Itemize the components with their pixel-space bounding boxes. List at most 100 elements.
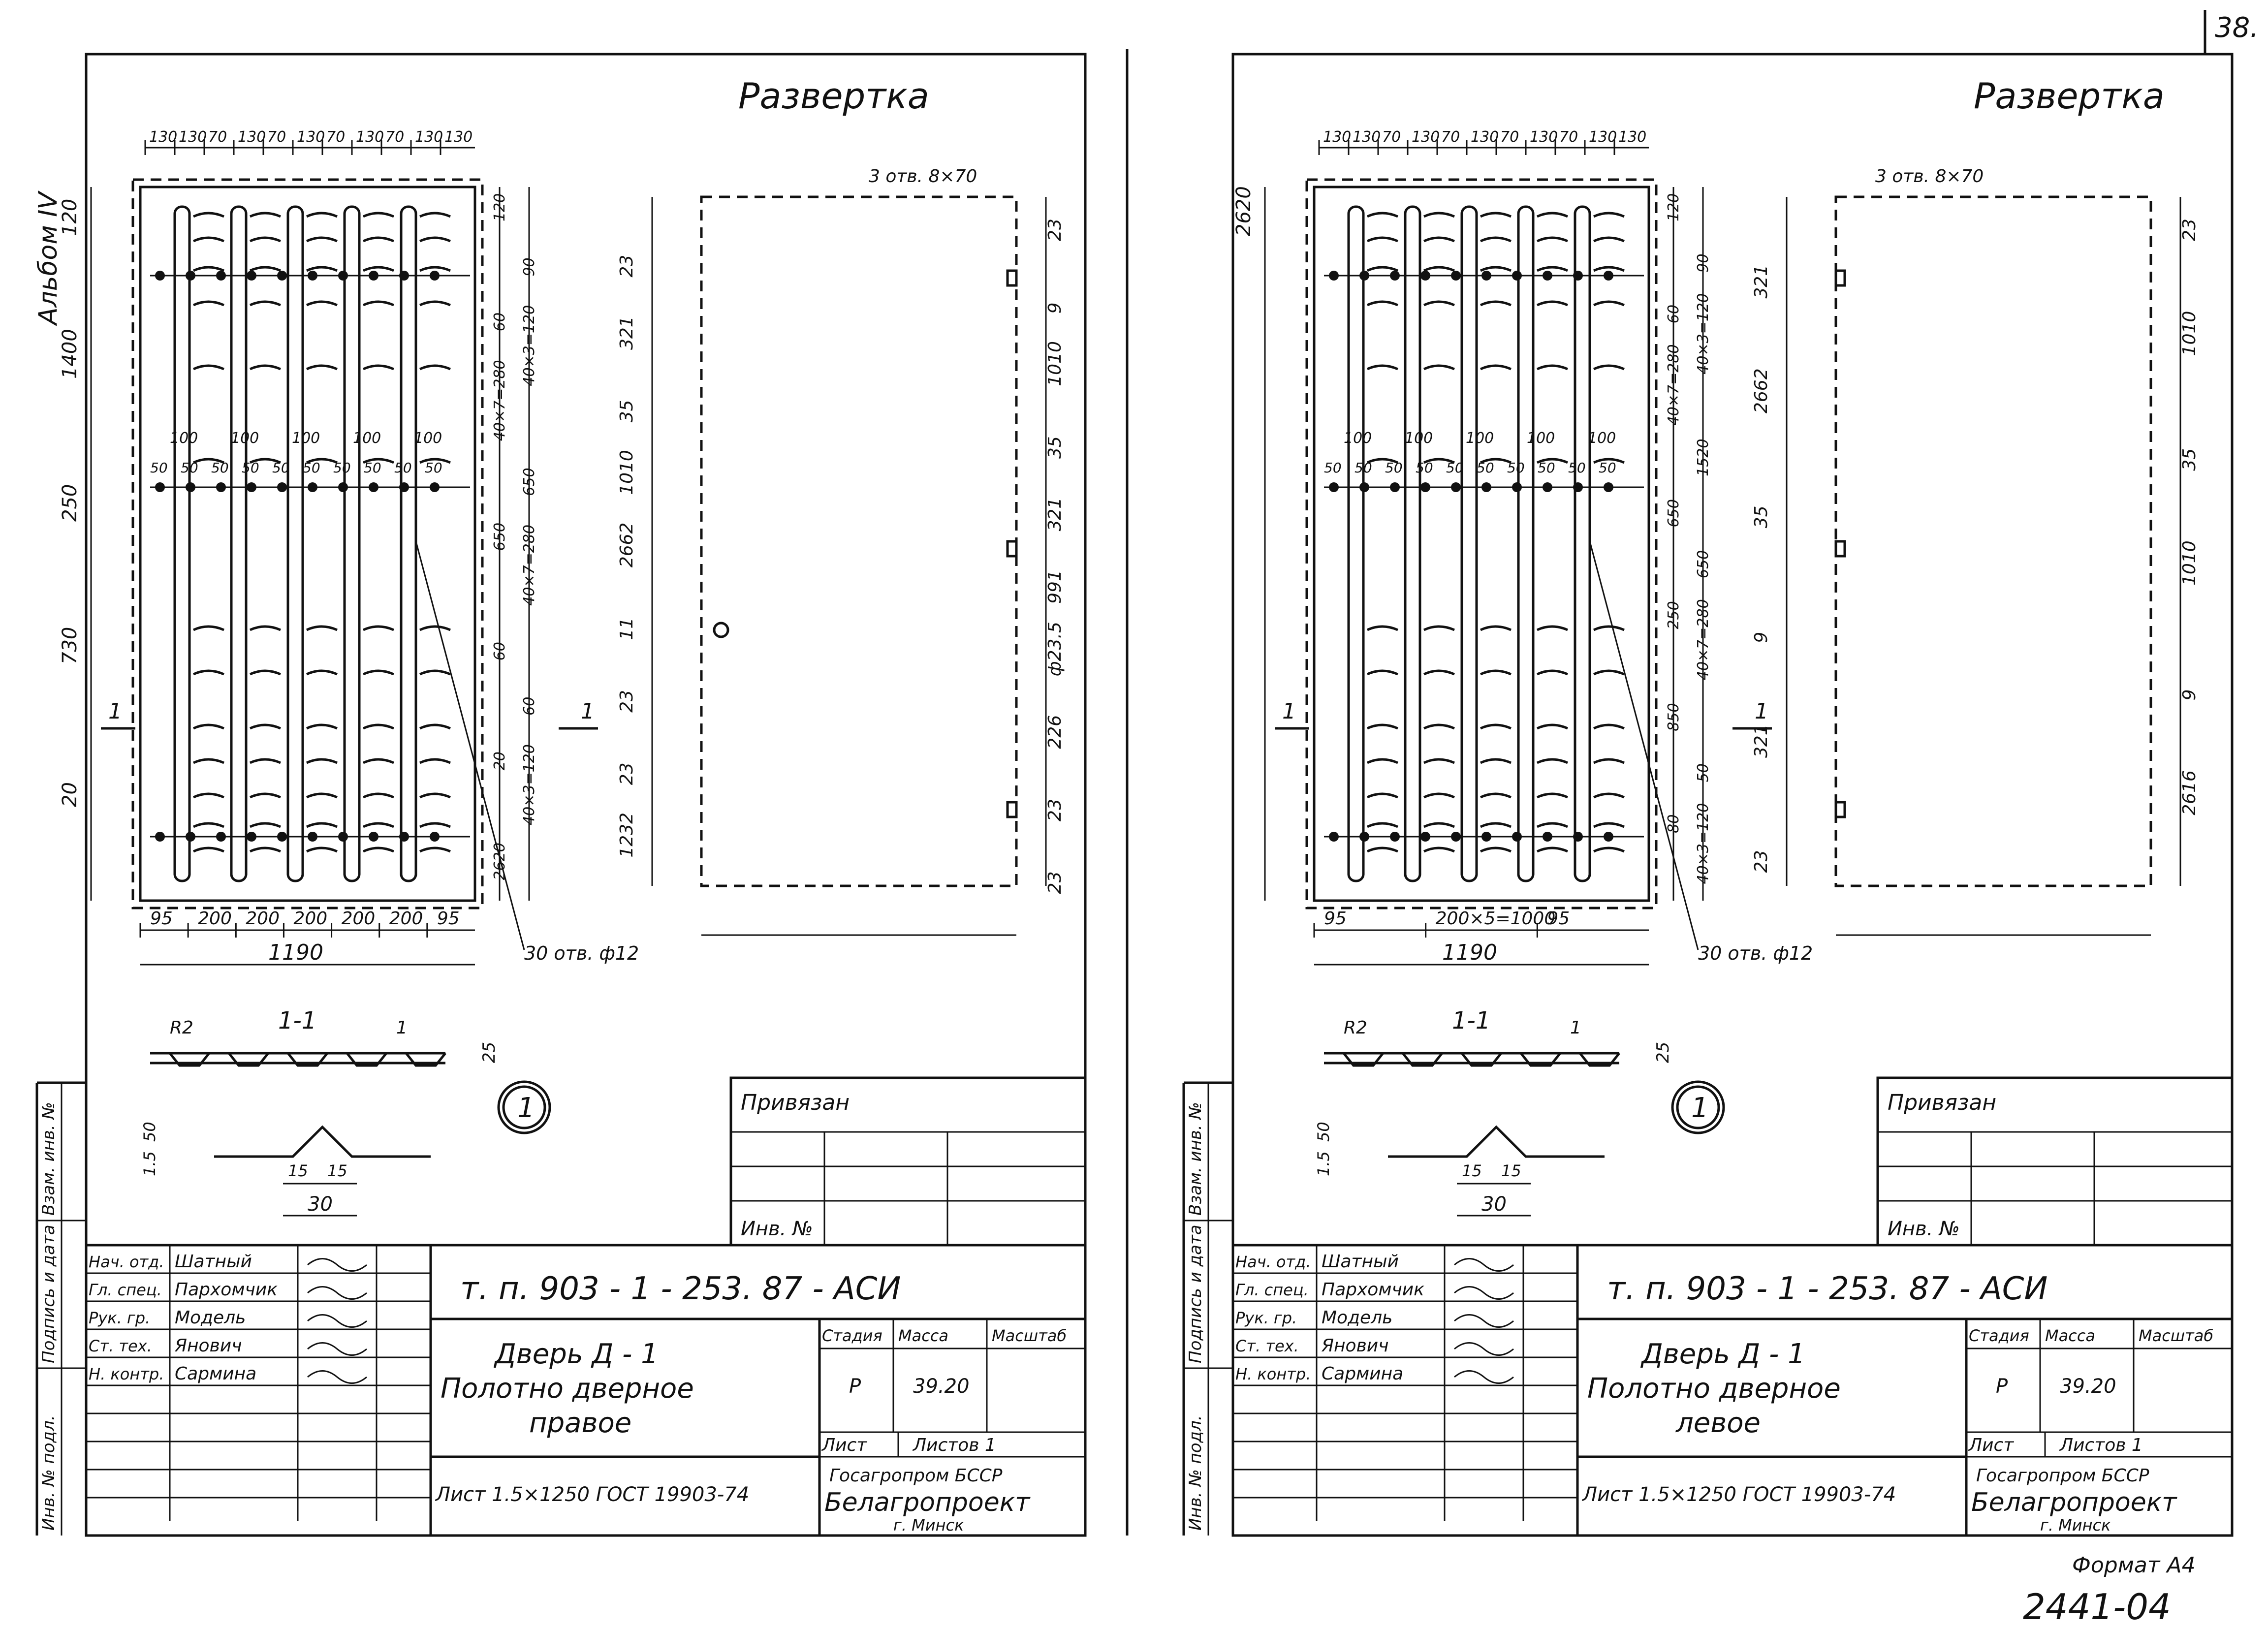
dim-top-value: 130 xyxy=(1530,128,1558,146)
dev-dim-value: 23 xyxy=(1045,799,1065,821)
louver-slot xyxy=(1423,212,1455,218)
side-label-replace-inv: Взам. инв. № xyxy=(39,1102,59,1216)
dim-right-value: 60 xyxy=(521,697,538,716)
hole-d12 xyxy=(308,832,317,842)
dev-dim-value: 2616 xyxy=(2179,770,2200,815)
hole-d12 xyxy=(1573,832,1583,842)
dim-left-value: 2620 xyxy=(1232,186,1255,236)
dim-right-value: 40×3=120 xyxy=(521,305,538,386)
hole-d12 xyxy=(399,482,409,492)
hole-d12 xyxy=(430,832,440,842)
louver-slot xyxy=(1593,846,1625,853)
louver-slot xyxy=(192,669,225,676)
dim-right-value: 2620 xyxy=(491,843,508,880)
louver-slot xyxy=(1423,846,1455,853)
hole-d12 xyxy=(399,271,409,281)
dim-right-value: 90 xyxy=(1695,253,1712,272)
stiffener-rib xyxy=(1347,205,1365,882)
hole-d12 xyxy=(1390,271,1400,281)
louver-slot xyxy=(419,458,451,464)
louver-slot xyxy=(1536,625,1569,631)
section-profile xyxy=(150,1052,446,1067)
dim-right-value: 120 xyxy=(491,193,508,221)
louver-slot xyxy=(1423,236,1455,243)
section-position-mark: 1 xyxy=(396,1018,408,1038)
louver-slot xyxy=(1536,758,1569,764)
louver-slot xyxy=(1593,266,1625,272)
dev-dim-value: 2662 xyxy=(1751,368,1771,413)
louver-slot xyxy=(1366,266,1399,272)
sheet-number: 38. xyxy=(2215,12,2259,44)
leader-holes-d12 xyxy=(415,541,525,950)
dev-dim-value: 321 xyxy=(1751,724,1771,758)
dim-mid-value: 50 xyxy=(181,460,198,476)
section-mark-right: 1 xyxy=(581,699,595,724)
drawing-name-2: Полотно дверное xyxy=(441,1373,694,1405)
dim-mid-value: 50 xyxy=(1507,460,1525,476)
hole-d12 xyxy=(155,832,165,842)
dim-total-width: 1190 xyxy=(268,940,323,965)
louver-slot xyxy=(192,266,225,272)
hole-d12 xyxy=(399,832,409,842)
dim-mid-value: 50 xyxy=(364,460,381,476)
louver-slot xyxy=(1423,364,1455,371)
dim-right-value: 20 xyxy=(491,752,508,770)
dim-right-value: 650 xyxy=(1665,499,1682,527)
dim-top-value: 70 xyxy=(1500,128,1519,146)
dev-dim-value: 23 xyxy=(1045,872,1065,894)
louver-slot xyxy=(362,625,395,631)
louver-slot xyxy=(1480,792,1512,799)
dim-right-value: 50 xyxy=(1695,763,1712,782)
louver-slot xyxy=(249,266,282,272)
louver-slot xyxy=(362,300,395,307)
dim-right-value: 650 xyxy=(521,468,538,496)
dev-dim-value: 1010 xyxy=(617,450,637,495)
louver-slot xyxy=(1480,723,1512,730)
louver-slot xyxy=(1366,625,1399,631)
dim-right-value: 60 xyxy=(491,313,508,331)
side-label-inv-original: Инв. № подл. xyxy=(1186,1415,1205,1531)
dim-top-value: 130 xyxy=(1618,128,1646,146)
dim-mid-value: 50 xyxy=(1385,460,1403,476)
dim-right-value: 850 xyxy=(1665,703,1682,731)
dev-dim-value: 1010 xyxy=(2179,311,2200,356)
louver-slot xyxy=(1593,236,1625,243)
dim-right-value: 1520 xyxy=(1695,439,1712,476)
hole-d12 xyxy=(1359,271,1369,281)
dim-mid-value: 50 xyxy=(242,460,259,476)
hole-d12 xyxy=(308,271,317,281)
scale-label: Масштаб xyxy=(2139,1326,2213,1345)
development-outline xyxy=(1834,195,2152,887)
louver-slot xyxy=(1536,822,1569,828)
stiffener-rib xyxy=(1517,205,1535,882)
dim-top-value: 130 xyxy=(1589,128,1617,146)
louver-slot xyxy=(249,846,282,853)
hole-d12 xyxy=(369,832,378,842)
dim-mid-value: 50 xyxy=(1599,460,1616,476)
louver-slot xyxy=(249,625,282,631)
side-label-signature-date: Подпись и дата xyxy=(39,1224,59,1363)
louver-slot xyxy=(249,669,282,676)
title-role: Нач. отд. xyxy=(89,1253,164,1271)
sheets-label: Листов 1 xyxy=(2059,1435,2143,1455)
louver-slot xyxy=(249,758,282,764)
dim-bottom-value: 200 xyxy=(389,909,423,929)
hole-d12 xyxy=(1451,832,1461,842)
louver-slot xyxy=(1366,364,1399,371)
hole-d12 xyxy=(186,832,195,842)
louver-slot xyxy=(192,300,225,307)
hole-d12 xyxy=(1481,832,1491,842)
dim-top-value: 130 xyxy=(444,128,472,146)
hole-d12 xyxy=(1451,482,1461,492)
dim-mid-top-value: 100 xyxy=(231,430,259,447)
hole-d12 xyxy=(247,271,256,281)
signature-scribble xyxy=(307,1258,367,1272)
scale-label: Масштаб xyxy=(992,1326,1067,1345)
louver-slot xyxy=(1593,212,1625,218)
hole-d12 xyxy=(1512,482,1522,492)
dev-dim-value: 1232 xyxy=(617,813,637,858)
louver-slot xyxy=(362,364,395,371)
hinge-slot xyxy=(1006,540,1018,558)
dev-dim-value: 23 xyxy=(617,255,637,278)
hole-d12 xyxy=(1420,482,1430,492)
